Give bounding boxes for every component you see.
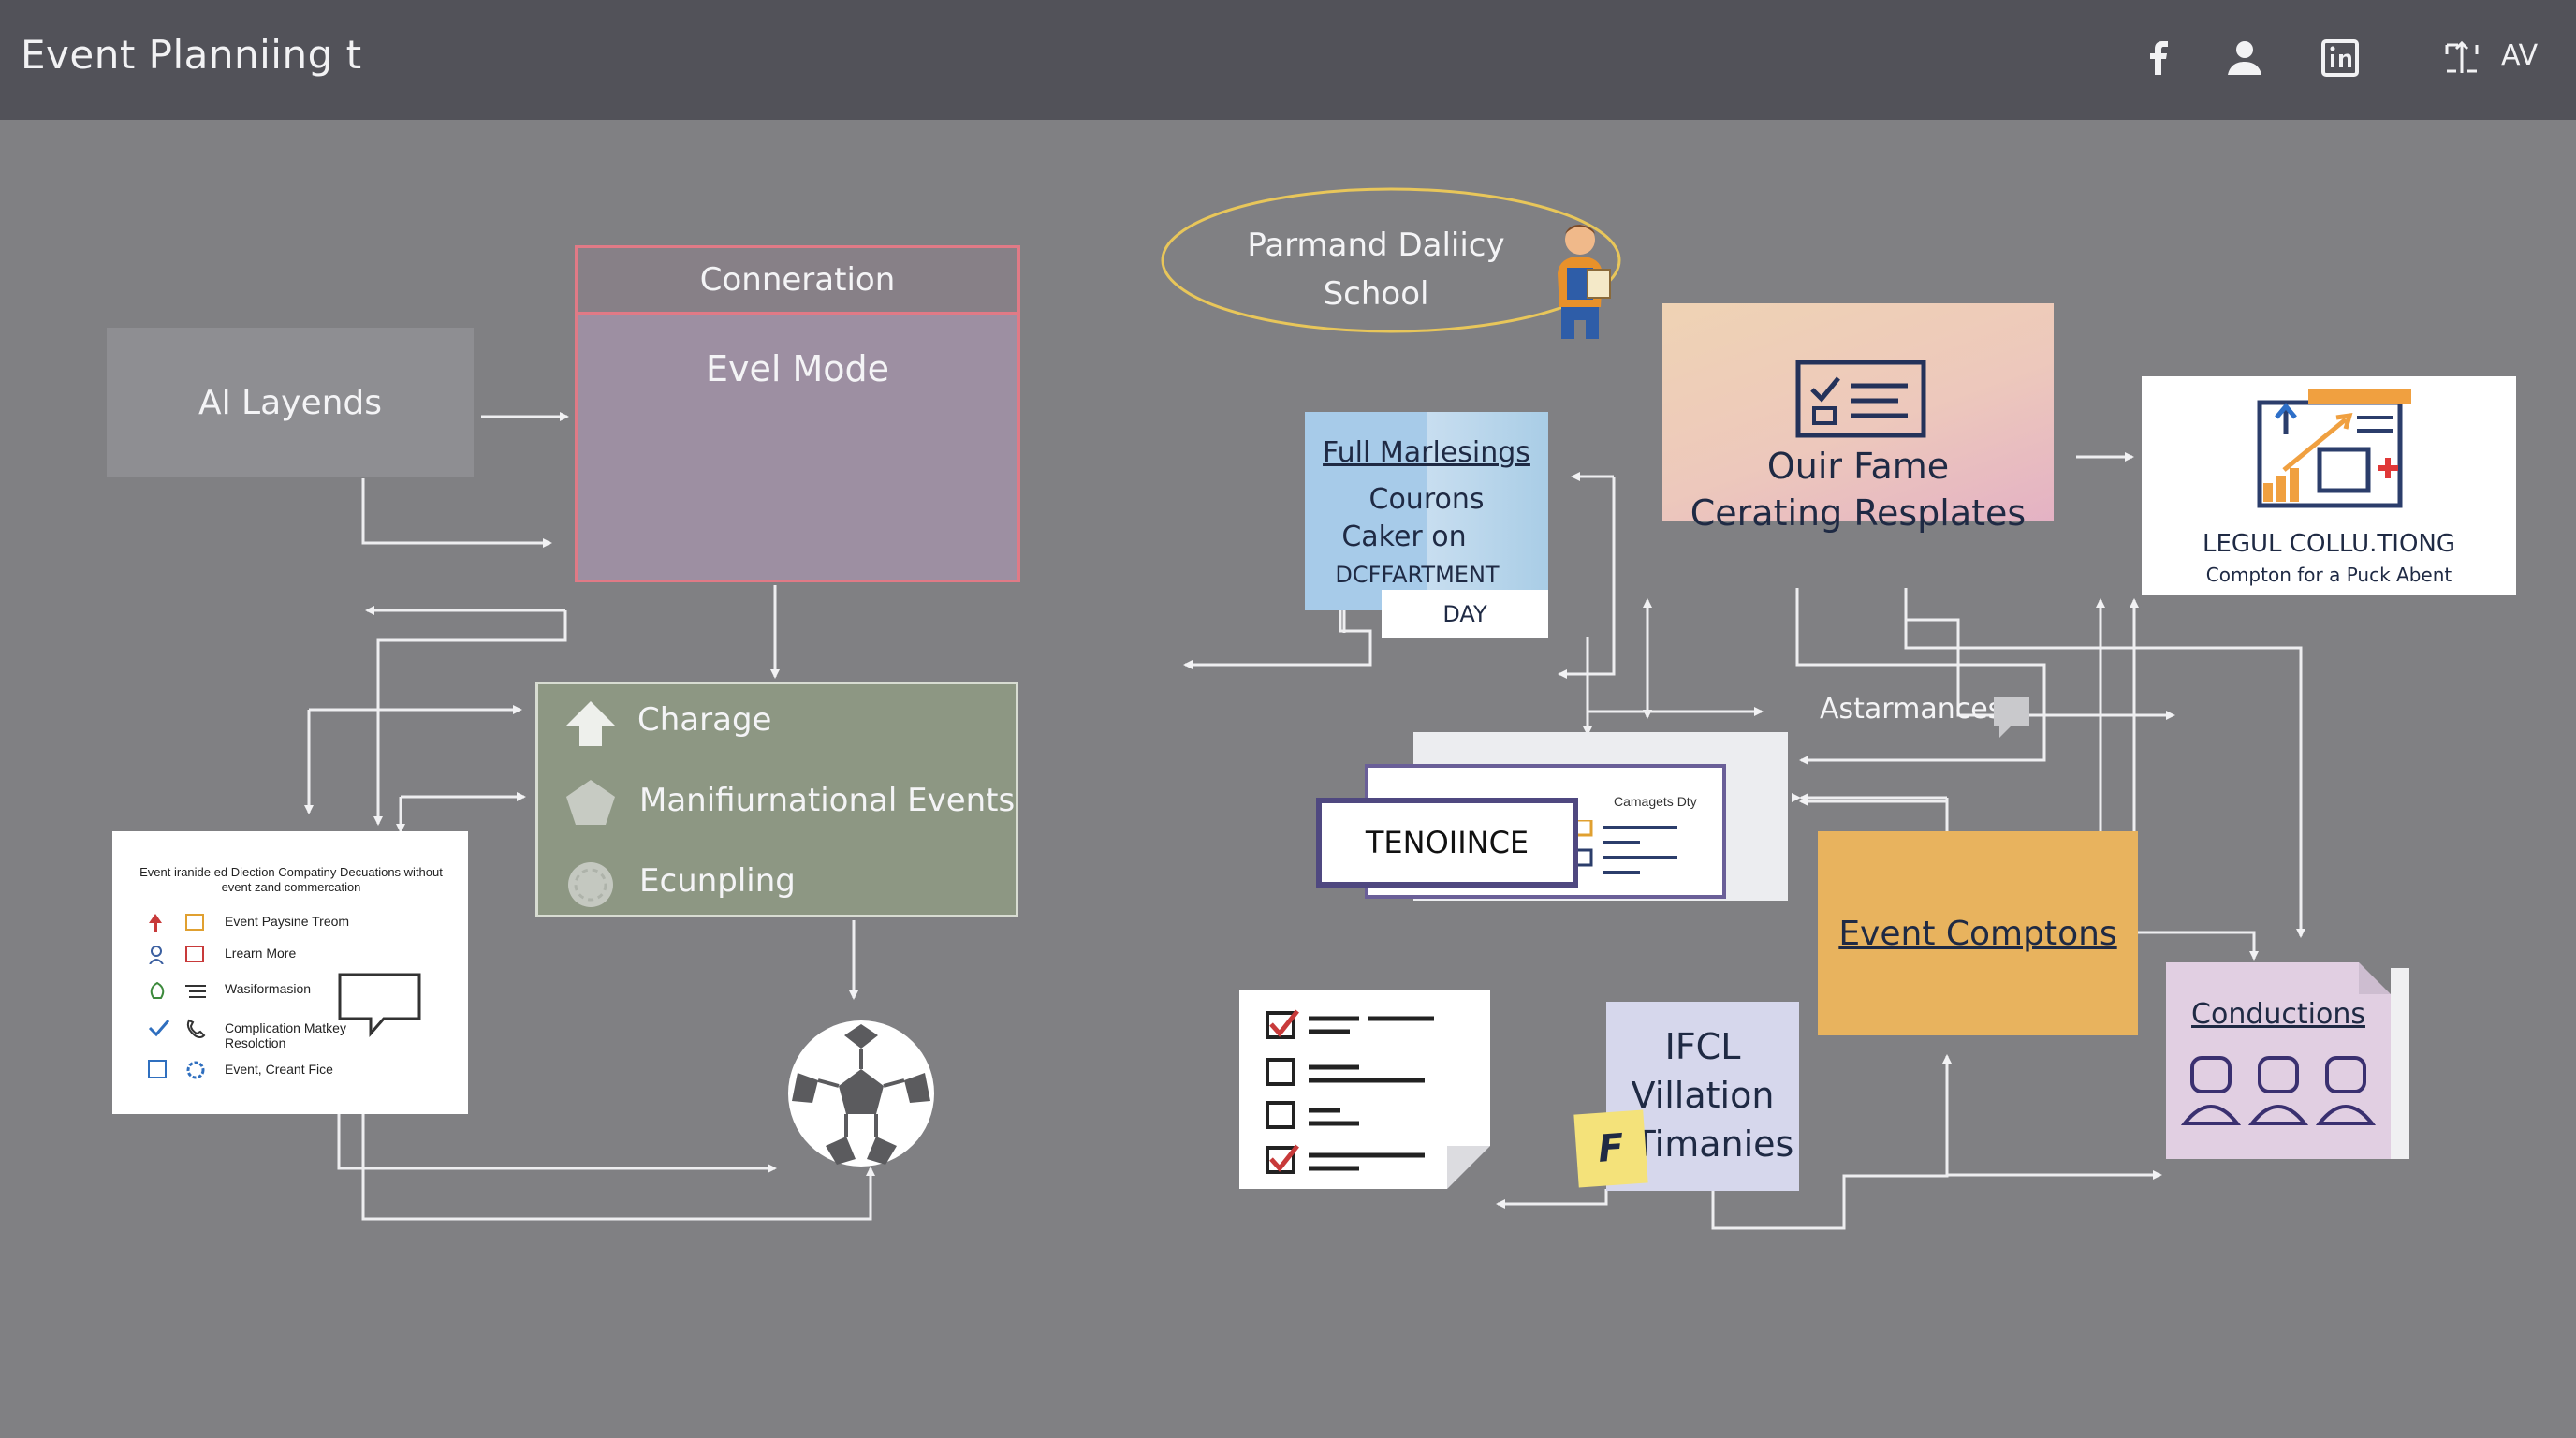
gear-icon bbox=[185, 1060, 206, 1085]
item-charage: Charage bbox=[637, 701, 772, 739]
list-card[interactable]: Event iranide ed Diection Compatiny Decu… bbox=[112, 831, 468, 1114]
node-conneration-header: Conneration bbox=[578, 248, 1017, 315]
list-item: Wasiformasion bbox=[225, 981, 312, 996]
list-item: Event, Creant Fice bbox=[225, 1062, 333, 1077]
gear-icon bbox=[564, 858, 617, 911]
item-manifiurnational: Manifiurnational Events bbox=[639, 782, 1016, 819]
list-item: Event Paysine Treom bbox=[225, 914, 350, 929]
node-title: LEGUL COLLU.TIONG bbox=[2202, 530, 2456, 558]
square-icon bbox=[148, 1060, 167, 1078]
node-ouir-fame[interactable]: Ouir Fame Cerating Resplates bbox=[1662, 303, 2054, 534]
user-icon bbox=[148, 946, 165, 969]
node-parmand-school[interactable]: Parmand Daliicy School bbox=[1157, 185, 1625, 337]
node-checklist[interactable] bbox=[1239, 990, 1490, 1189]
list-icon bbox=[185, 983, 206, 1005]
page-fold bbox=[1447, 1146, 1490, 1189]
node-label: Event Comptons bbox=[1838, 914, 2117, 953]
node-label: Parmand Daliicy bbox=[1247, 227, 1505, 264]
id-card-icon bbox=[1795, 360, 1926, 442]
list-item: Complication Matkey Resolction bbox=[225, 1020, 346, 1050]
pentagon-icon bbox=[564, 778, 617, 827]
node-label: Villation bbox=[1631, 1075, 1775, 1116]
node-subtitle: Compton for a Puck Abent bbox=[2205, 564, 2452, 586]
user-icon[interactable] bbox=[2220, 34, 2269, 82]
label-astarmances: Astarmances bbox=[1820, 693, 2003, 726]
top-bar: Event Planniing t AV bbox=[0, 0, 2576, 120]
node-tenoiince[interactable]: TENOIINCE bbox=[1316, 798, 1578, 888]
checkbox-icon[interactable] bbox=[185, 946, 204, 962]
node-event-mode-label: Evel Mode bbox=[705, 348, 890, 389]
soccer-ball-icon[interactable] bbox=[784, 1017, 938, 1170]
phone-icon bbox=[185, 1019, 208, 1044]
leaf-icon bbox=[148, 981, 167, 1006]
doc-caption: Camagets Dty bbox=[1614, 794, 1697, 809]
node-event-comptons[interactable]: Event Comptons bbox=[1818, 831, 2138, 1035]
item-ecunpling: Ecunpling bbox=[639, 862, 796, 900]
sticky-note-f[interactable]: F bbox=[1573, 1109, 1648, 1188]
page-fold bbox=[2359, 962, 2391, 994]
node-label: Ouir Fame bbox=[1766, 446, 1950, 487]
checklist-icon bbox=[1266, 1009, 1453, 1181]
share-network-icon[interactable] bbox=[2437, 34, 2486, 82]
av-label[interactable]: AV bbox=[2501, 39, 2539, 72]
node-activity-group[interactable]: Charage Manifiurnational Events Ecunplin… bbox=[535, 682, 1018, 917]
node-legul-collutiong[interactable]: LEGUL COLLU.TIONG Compton for a Puck Abe… bbox=[2142, 376, 2516, 595]
node-title: Full Marlesings bbox=[1323, 436, 1530, 469]
linkedin-icon[interactable] bbox=[2316, 34, 2364, 82]
node-label: Al Layends bbox=[198, 383, 383, 422]
facebook-icon[interactable] bbox=[2136, 34, 2185, 82]
arrow-up-icon bbox=[564, 699, 617, 748]
node-event-mode-group[interactable]: Conneration Evel Mode bbox=[575, 245, 1020, 582]
node-label: DCFFARTMENT bbox=[1335, 562, 1500, 588]
node-label: Cerating Resplates bbox=[1690, 492, 2027, 534]
node-label: School bbox=[1323, 275, 1429, 313]
node-label: IFCL bbox=[1664, 1026, 1741, 1067]
node-title: Conductions bbox=[2191, 998, 2365, 1031]
node-day[interactable]: DAY bbox=[1382, 590, 1548, 638]
worker-figure-icon bbox=[1531, 217, 1621, 341]
list-card-title: Event iranide ed Diection Compatiny Decu… bbox=[139, 865, 443, 894]
checklist-icon bbox=[1573, 818, 1687, 886]
speech-bubble-icon bbox=[1992, 695, 2031, 743]
diagram-canvas: Al Layends Conneration Evel Mode Charage… bbox=[0, 120, 2576, 1438]
checkmark-icon bbox=[148, 1019, 170, 1042]
node-ai-layends[interactable]: Al Layends bbox=[107, 328, 474, 477]
speech-bubble-icon bbox=[337, 972, 423, 1042]
checkbox-icon[interactable] bbox=[185, 914, 204, 931]
list-item: Lrearn More bbox=[225, 946, 297, 961]
node-full-marlesings[interactable]: Full Marlesings Courons Caker on DCFFART… bbox=[1305, 412, 1548, 610]
app-title: Event Planniing t bbox=[21, 32, 362, 78]
pin-icon bbox=[148, 914, 163, 937]
node-label: Timanies bbox=[1633, 1123, 1794, 1165]
node-conductions[interactable]: Conductions bbox=[2166, 962, 2391, 1159]
node-label: Courons bbox=[1368, 483, 1485, 516]
node-label: Caker on bbox=[1341, 521, 1467, 553]
team-icon bbox=[2180, 1052, 2377, 1131]
growth-chart-icon bbox=[2252, 389, 2411, 515]
